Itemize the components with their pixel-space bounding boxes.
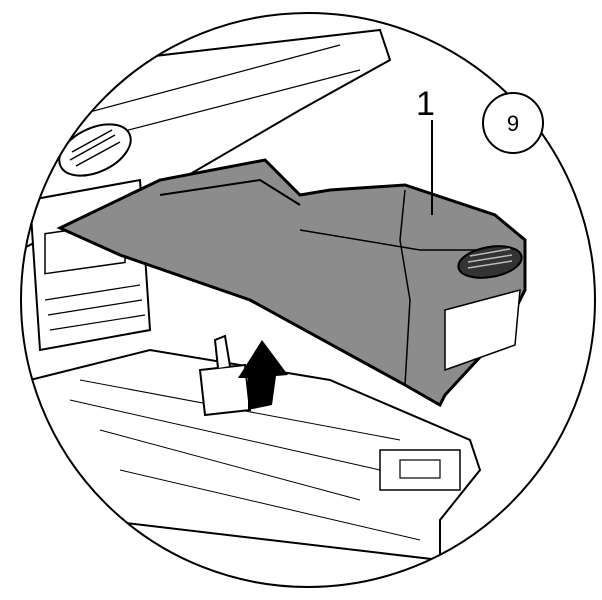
step-badge: 9 <box>482 92 544 154</box>
part-number-label: 1 <box>416 85 435 123</box>
center-console-part <box>56 158 527 408</box>
step-number: 9 <box>507 111 519 136</box>
air-vent-left <box>58 123 132 177</box>
lift-direction-arrow <box>238 340 288 410</box>
gear-shifter <box>198 334 252 417</box>
detail-circle <box>20 12 596 588</box>
detail-view <box>21 28 527 562</box>
rear-air-vent <box>457 245 523 279</box>
